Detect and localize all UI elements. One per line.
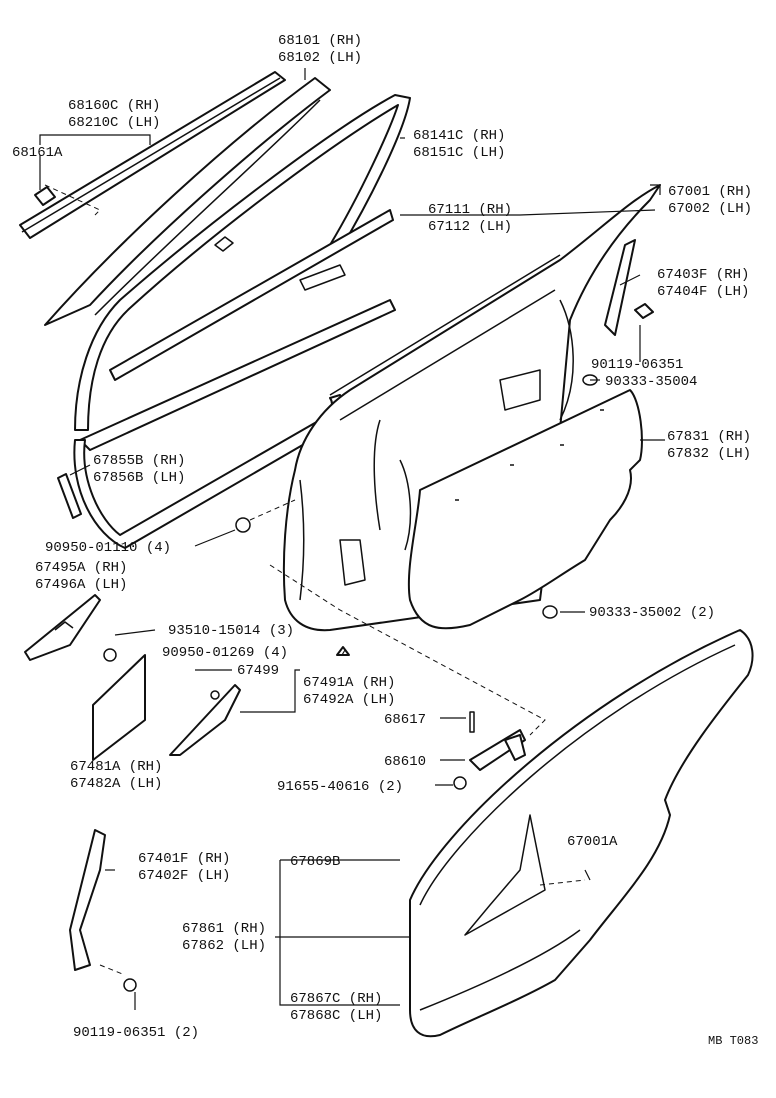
door-hinge: [453, 711, 526, 790]
label-67002: 67002 (LH): [668, 201, 752, 217]
label-67402f: 67402F (LH): [138, 868, 230, 884]
label-67492a: 67492A (LH): [303, 692, 395, 708]
label-67868c: 67868C (LH): [290, 1008, 382, 1024]
clip-90950-01269: [336, 646, 350, 656]
door-seal-loop: [57, 394, 345, 549]
label-67403f: 67403F (RH): [657, 267, 749, 283]
opening-weatherstrip: [409, 629, 754, 1038]
label-67869b: 67869B: [290, 854, 340, 870]
label-67862: 67862 (LH): [182, 938, 266, 954]
plug-90333-35002: [542, 605, 558, 619]
label-67495a: 67495A (RH): [35, 560, 127, 576]
label-67856b: 67856B (LH): [93, 470, 185, 486]
label-67491a: 67491A (RH): [303, 675, 395, 691]
grommet-90950-01110: [235, 517, 251, 533]
label-90119-06351-2: 90119-06351 (2): [73, 1025, 199, 1041]
label-67112: 67112 (LH): [428, 219, 512, 235]
label-67867c: 67867C (RH): [290, 991, 382, 1007]
mirror-garnish: [169, 684, 241, 756]
label-67496a: 67496A (LH): [35, 577, 127, 593]
label-67861: 67861 (RH): [182, 921, 266, 937]
screw-93510: [103, 648, 117, 662]
label-67001a: 67001A: [567, 834, 618, 850]
label-67404f: 67404F (LH): [657, 284, 749, 300]
label-68161a: 68161A: [12, 145, 63, 161]
label-90119-06351: 90119-06351: [591, 357, 683, 373]
label-67001: 67001 (RH): [668, 184, 752, 200]
leader-lines: [39, 68, 665, 1010]
label-68160c: 68160C (RH): [68, 98, 160, 114]
belt-moulding: [19, 71, 286, 239]
catalog-code: MB T083: [708, 1034, 758, 1048]
label-68610: 68610: [384, 754, 426, 770]
label-67855b: 67855B (RH): [93, 453, 185, 469]
assembly-lines: [99, 499, 586, 976]
label-68617: 68617: [384, 712, 426, 728]
door-panel: [282, 184, 661, 632]
service-hole-cover: [407, 389, 643, 630]
door-weatherstrip-inner: [79, 209, 396, 451]
label-67482a: 67482A (LH): [70, 776, 162, 792]
label-67499: 67499: [237, 663, 279, 679]
mirror-bracket: [24, 594, 101, 661]
label-68151c: 68151C (LH): [413, 145, 505, 161]
label-67111: 67111 (RH): [428, 202, 512, 218]
mirror-cover-patch: [92, 654, 146, 761]
door-sash-rear: [604, 239, 654, 336]
label-67401f: 67401F (RH): [138, 851, 230, 867]
label-68141c: 68141C (RH): [413, 128, 505, 144]
door-glass: [44, 77, 331, 326]
label-90950-01269: 90950-01269 (4): [162, 645, 288, 661]
label-90333-35002: 90333-35002 (2): [589, 605, 715, 621]
label-67832: 67832 (LH): [667, 446, 751, 462]
label-91655-40616: 91655-40616 (2): [277, 779, 403, 795]
label-68210c: 68210C (LH): [68, 115, 160, 131]
label-90950-01110: 90950-01110 (4): [45, 540, 171, 556]
label-67481a: 67481A (RH): [70, 759, 162, 775]
front-sash: [69, 829, 137, 992]
label-67831: 67831 (RH): [667, 429, 751, 445]
belt-line-inner: [464, 814, 546, 936]
label-90333-35004: 90333-35004: [605, 374, 697, 390]
label-68102: 68102 (LH): [278, 50, 362, 66]
label-93510-15014: 93510-15014 (3): [168, 623, 294, 639]
label-68101: 68101 (RH): [278, 33, 362, 49]
